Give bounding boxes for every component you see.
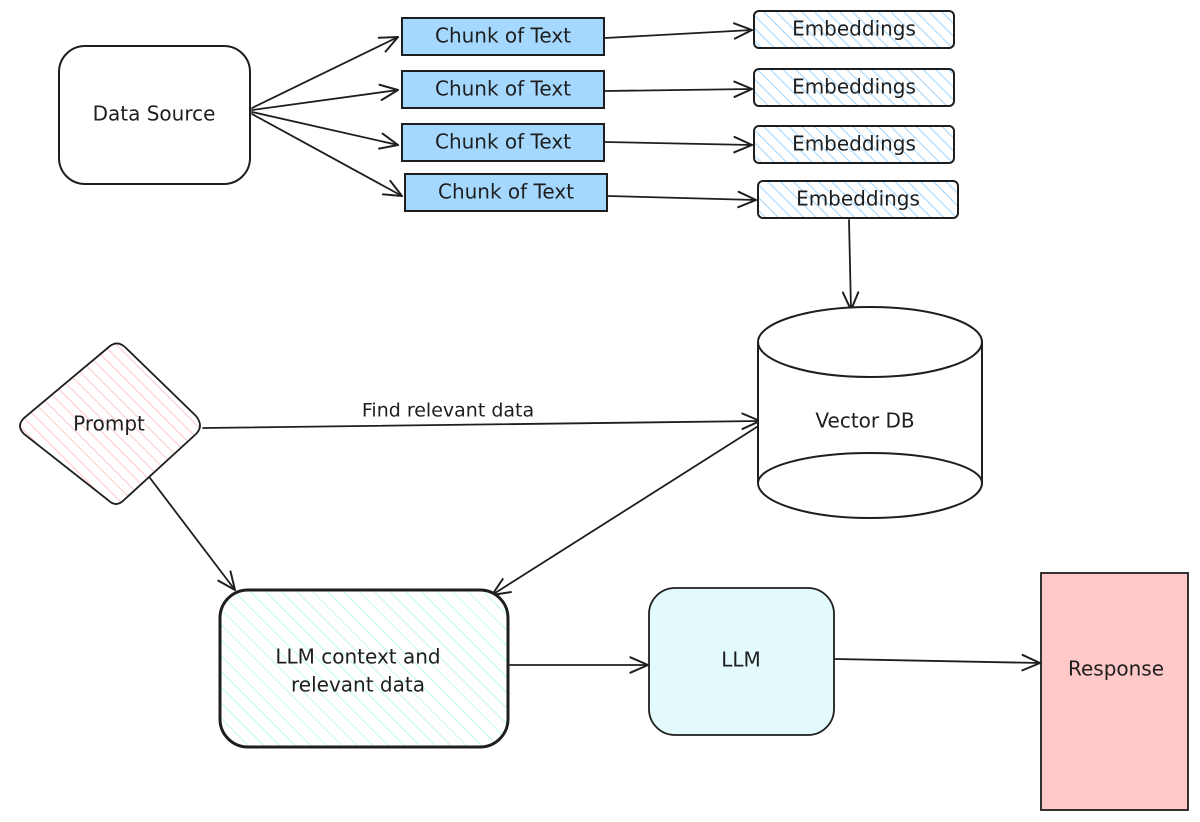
chunk-label: Chunk of Text (438, 180, 574, 204)
embeddings-label: Embeddings (792, 75, 916, 99)
edges (149, 22, 1041, 674)
chunk-label: Chunk of Text (435, 77, 571, 101)
embeddings-label: Embeddings (792, 132, 916, 156)
chunk-node: Chunk of Text (401, 17, 605, 56)
edge-chunk-4-to-embeddings-4 (607, 190, 757, 209)
edge-source-to-chunk-3 (251, 111, 399, 150)
chunk-node: Chunk of Text (401, 70, 605, 109)
llm-context-node: LLM context and relevant data (218, 588, 510, 749)
chunk-node: Chunk of Text (404, 173, 608, 212)
edge-prompt-to-vector-db (202, 412, 761, 430)
llm-context-label-line2: relevant data (291, 673, 425, 697)
edge-chunk-2-to-embeddings-2 (604, 80, 753, 98)
embeddings-label: Embeddings (792, 17, 916, 41)
edge-embeddings-to-vector-db (841, 219, 860, 311)
embeddings-node: Embeddings (757, 180, 959, 219)
data-source-label: Data Source (93, 102, 216, 126)
edge-vector-db-to-llm-context (491, 424, 761, 596)
vector-db-label: Vector DB (815, 409, 914, 433)
embeddings-label: Embeddings (796, 187, 920, 211)
data-source-node: Data Source (58, 45, 251, 185)
chunk-node: Chunk of Text (401, 123, 605, 162)
prompt-node: Prompt (19, 342, 201, 505)
edge-source-to-chunk-2 (251, 83, 399, 111)
embeddings-node: Embeddings (753, 125, 955, 164)
vector-db-node: Vector DB (757, 306, 983, 519)
llm-context-label-line1: LLM context and (275, 645, 440, 669)
embeddings-node: Embeddings (753, 10, 955, 49)
chunk-label: Chunk of Text (435, 130, 571, 154)
llm-label: LLM (721, 648, 761, 672)
edge-llm-to-response (834, 653, 1041, 672)
edge-chunk-3-to-embeddings-3 (604, 135, 753, 154)
edge-source-to-chunk-4 (251, 113, 403, 197)
response-label: Response (1068, 657, 1164, 681)
edge-chunk-1-to-embeddings-1 (604, 22, 753, 40)
edge-source-to-chunk-1 (251, 36, 399, 109)
edge-label-find-relevant-data: Find relevant data (362, 400, 534, 422)
edge-prompt-to-llm-context (149, 477, 236, 591)
chunk-label: Chunk of Text (435, 24, 571, 48)
llm-node: LLM (648, 587, 835, 736)
response-node: Response (1040, 572, 1189, 811)
prompt-label: Prompt (73, 412, 145, 436)
embeddings-node: Embeddings (753, 68, 955, 107)
vector-db-top (757, 306, 983, 378)
